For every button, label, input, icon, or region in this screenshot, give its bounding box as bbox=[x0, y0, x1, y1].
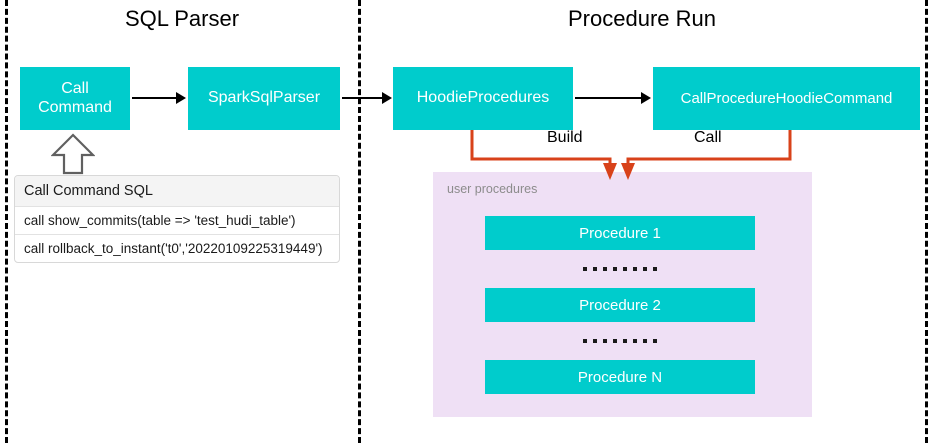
call-command-sql-table: Call Command SQL call show_commits(table… bbox=[14, 175, 340, 263]
connector-label-call: Call bbox=[694, 129, 722, 146]
ellipsis-dot bbox=[653, 267, 657, 271]
arrow-call-command-to-spark-sql-parser bbox=[132, 92, 186, 104]
ellipsis-dot bbox=[613, 267, 617, 271]
arrow-head-icon bbox=[641, 92, 651, 104]
node-hoodie-procedures[interactable]: HoodieProcedures bbox=[393, 67, 573, 130]
arrow-shaft bbox=[132, 97, 176, 99]
ellipsis-dot bbox=[603, 339, 607, 343]
ellipsis-separator bbox=[485, 250, 755, 288]
arrow-shaft bbox=[342, 97, 382, 99]
section-divider-right bbox=[925, 0, 928, 443]
ellipsis-dot bbox=[653, 339, 657, 343]
ellipsis-dot bbox=[593, 339, 597, 343]
ellipsis-dot bbox=[583, 267, 587, 271]
connector-build-line bbox=[470, 130, 612, 165]
ellipsis-dot bbox=[603, 267, 607, 271]
node-spark-sql-parser[interactable]: SparkSqlParser bbox=[188, 67, 340, 130]
arrow-head-icon bbox=[176, 92, 186, 104]
ellipsis-dot bbox=[623, 339, 627, 343]
connector-label-build: Build bbox=[547, 129, 583, 146]
sql-table-row: call rollback_to_instant('t0','202201092… bbox=[15, 234, 339, 262]
ellipsis-dot bbox=[633, 267, 637, 271]
arrow-spark-sql-parser-to-hoodie-procedures bbox=[342, 92, 392, 104]
ellipsis-dot bbox=[593, 267, 597, 271]
ellipsis-dot bbox=[583, 339, 587, 343]
section-divider-middle bbox=[358, 0, 361, 443]
sql-table-row: call show_commits(table => 'test_hudi_ta… bbox=[15, 206, 339, 234]
arrow-hoodie-procedures-to-call-procedure-hoodie-command bbox=[575, 92, 651, 104]
ellipsis-dot bbox=[613, 339, 617, 343]
user-procedures-panel: user procedures Procedure 1 Procedure 2 … bbox=[433, 172, 812, 417]
node-procedure-2[interactable]: Procedure 2 bbox=[485, 288, 755, 322]
arrow-head-icon bbox=[382, 92, 392, 104]
arrow-shaft bbox=[575, 97, 641, 99]
ellipsis-dot bbox=[643, 339, 647, 343]
section-divider-left bbox=[5, 0, 8, 443]
block-up-arrow-icon bbox=[51, 133, 95, 175]
node-procedure-n[interactable]: Procedure N bbox=[485, 360, 755, 394]
node-call-procedure-hoodie-command[interactable]: CallProcedureHoodieCommand bbox=[653, 67, 920, 130]
ellipsis-dot bbox=[643, 267, 647, 271]
node-call-command[interactable]: Call Command bbox=[20, 67, 130, 130]
ellipsis-separator bbox=[485, 322, 755, 360]
user-procedures-label: user procedures bbox=[447, 182, 538, 196]
ellipsis-dot bbox=[623, 267, 627, 271]
node-procedure-1[interactable]: Procedure 1 bbox=[485, 216, 755, 250]
ellipsis-dot bbox=[633, 339, 637, 343]
section-title-procedure-run: Procedure Run bbox=[568, 6, 716, 31]
section-title-sql-parser: SQL Parser bbox=[124, 6, 240, 31]
sql-table-header: Call Command SQL bbox=[15, 176, 339, 206]
